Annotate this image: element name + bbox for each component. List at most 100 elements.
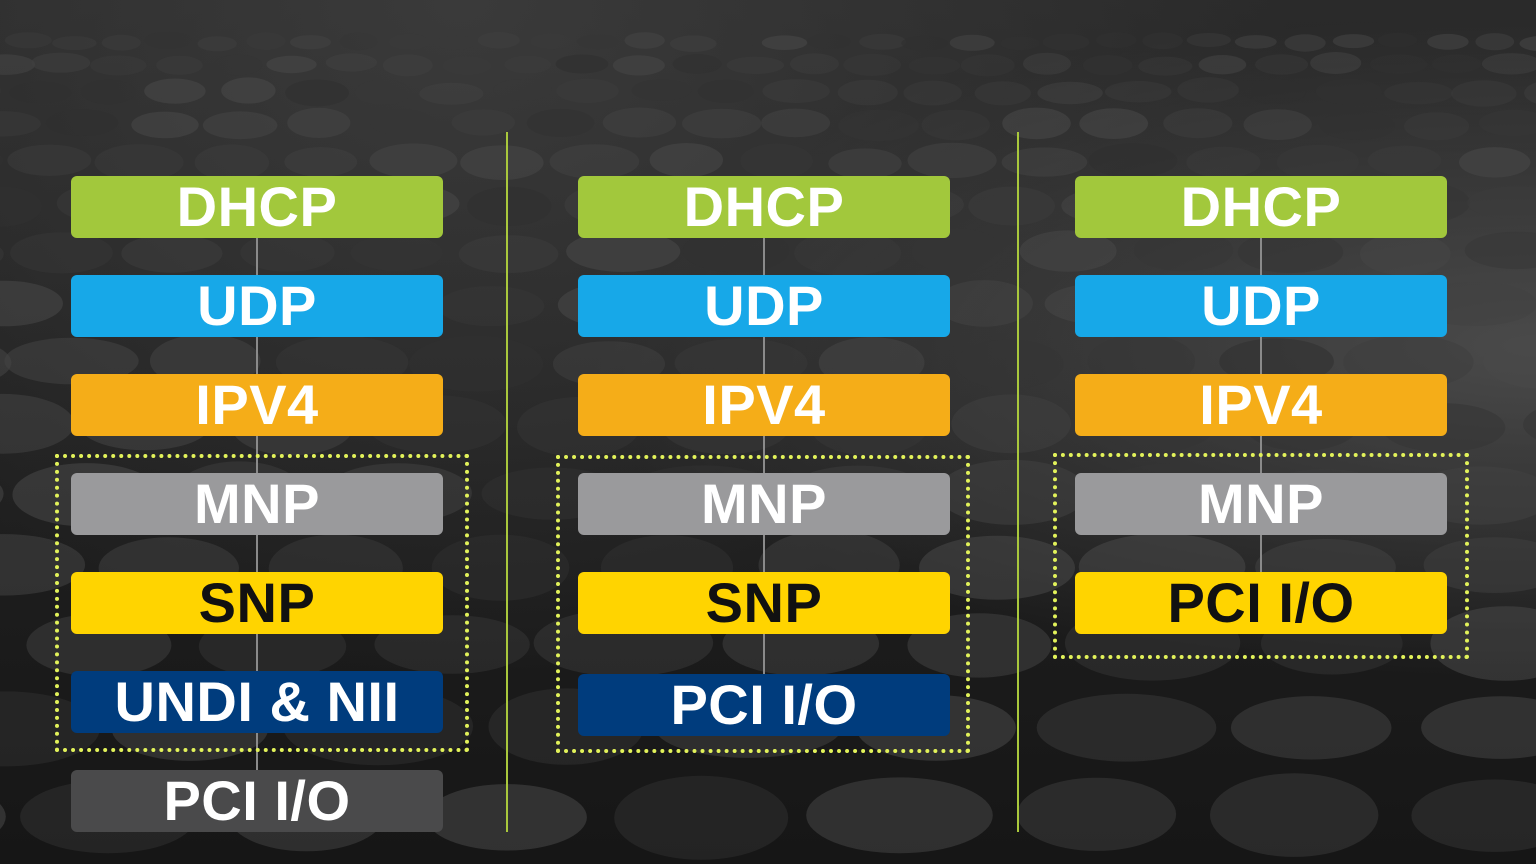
layer-dhcp: DHCP xyxy=(1075,176,1447,238)
background-ellipse xyxy=(794,230,902,276)
background-ellipse xyxy=(669,35,717,52)
background-ellipse xyxy=(194,144,270,181)
background-ellipse xyxy=(9,81,72,104)
background-ellipse xyxy=(682,229,790,273)
background-ellipse xyxy=(740,143,813,179)
background-ellipse xyxy=(1310,52,1362,74)
background-ellipse xyxy=(214,54,263,76)
layer-label: PCI I/O xyxy=(163,769,351,832)
background-ellipse xyxy=(1079,108,1149,139)
background-ellipse xyxy=(0,186,42,227)
background-ellipse xyxy=(762,79,830,104)
background-ellipse xyxy=(90,55,147,76)
background-ellipse xyxy=(240,233,335,272)
background-ellipse xyxy=(697,79,754,103)
background-ellipse xyxy=(1467,186,1536,219)
layer-udp: UDP xyxy=(1075,275,1447,337)
background-ellipse xyxy=(467,186,552,226)
background-ellipse xyxy=(246,32,286,50)
background-ellipse xyxy=(956,339,1064,389)
background-ellipse xyxy=(442,56,491,76)
background-ellipse xyxy=(493,79,552,101)
background-ellipse xyxy=(1255,54,1309,75)
background-ellipse xyxy=(907,142,997,179)
layer-udp: UDP xyxy=(71,275,443,337)
background-ellipse xyxy=(960,54,1015,77)
background-ellipse xyxy=(382,54,433,77)
background-ellipse xyxy=(436,35,475,50)
background-ellipse xyxy=(789,53,839,75)
layer-mnp: MNP xyxy=(71,473,443,535)
layer-pci-i-o: PCI I/O xyxy=(1075,572,1447,634)
layer-pci-i-o: PCI I/O xyxy=(71,770,443,832)
background-ellipse xyxy=(1284,34,1326,52)
background-ellipse xyxy=(974,81,1031,106)
background-ellipse xyxy=(355,79,411,105)
background-ellipse xyxy=(1036,693,1217,762)
background-ellipse xyxy=(1237,231,1344,273)
background-ellipse xyxy=(555,54,609,74)
background-ellipse xyxy=(1423,537,1536,593)
background-ellipse xyxy=(290,35,331,50)
layer-label: IPV4 xyxy=(195,373,319,436)
layer-label: DHCP xyxy=(1180,175,1342,238)
background-ellipse xyxy=(837,79,898,106)
background-ellipse xyxy=(935,280,1033,327)
background-ellipse xyxy=(1523,409,1536,440)
background-ellipse xyxy=(649,143,723,177)
background-ellipse xyxy=(339,32,378,51)
background-ellipse xyxy=(614,775,789,860)
background-ellipse xyxy=(1451,80,1517,107)
layer-dhcp: DHCP xyxy=(578,176,950,238)
background-ellipse xyxy=(0,534,86,596)
background-ellipse xyxy=(1332,34,1375,49)
layer-label: PCI I/O xyxy=(1167,571,1355,634)
background-ellipse xyxy=(843,53,901,76)
background-ellipse xyxy=(576,34,620,50)
background-ellipse xyxy=(631,79,692,101)
background-ellipse xyxy=(1243,109,1312,140)
layer-ipv4: IPV4 xyxy=(578,374,950,436)
background-ellipse xyxy=(144,31,193,49)
background-ellipse xyxy=(325,53,377,72)
layer-undi-nii: UNDI & NII xyxy=(71,671,443,733)
background-ellipse xyxy=(121,234,223,273)
background-ellipse xyxy=(1088,143,1178,178)
layer-label: MNP xyxy=(701,472,827,535)
layer-mnp: MNP xyxy=(1075,473,1447,535)
background-ellipse xyxy=(1017,777,1177,851)
background-ellipse xyxy=(1430,606,1536,681)
background-ellipse xyxy=(951,394,1071,454)
background-ellipse xyxy=(1234,35,1277,49)
layer-label: IPV4 xyxy=(1199,373,1323,436)
layer-snp: SNP xyxy=(578,572,950,634)
background-ellipse xyxy=(949,34,995,51)
background-ellipse xyxy=(0,54,36,75)
background-ellipse xyxy=(7,144,92,176)
background-ellipse xyxy=(419,82,484,105)
layer-label: DHCP xyxy=(683,175,845,238)
background-ellipse xyxy=(1411,779,1536,852)
background-ellipse xyxy=(1459,147,1531,178)
background-ellipse xyxy=(45,109,119,136)
background-ellipse xyxy=(682,108,762,139)
layer-label: SNP xyxy=(198,571,316,634)
layer-label: UDP xyxy=(704,274,824,337)
layer-ipv4: IPV4 xyxy=(71,374,443,436)
background-ellipse xyxy=(1142,32,1183,50)
background-ellipse xyxy=(1002,107,1071,140)
background-ellipse xyxy=(31,52,91,73)
background-ellipse xyxy=(0,485,4,503)
background-ellipse xyxy=(1019,230,1117,272)
layer-ipv4: IPV4 xyxy=(1075,374,1447,436)
layer-udp: UDP xyxy=(578,275,950,337)
background-ellipse xyxy=(1319,110,1396,140)
layer-dhcp: DHCP xyxy=(71,176,443,238)
background-ellipse xyxy=(437,286,545,327)
background-ellipse xyxy=(197,36,237,52)
background-ellipse xyxy=(530,33,573,50)
layer-snp: SNP xyxy=(71,572,443,634)
background-ellipse xyxy=(131,111,199,139)
background-ellipse xyxy=(0,803,6,830)
